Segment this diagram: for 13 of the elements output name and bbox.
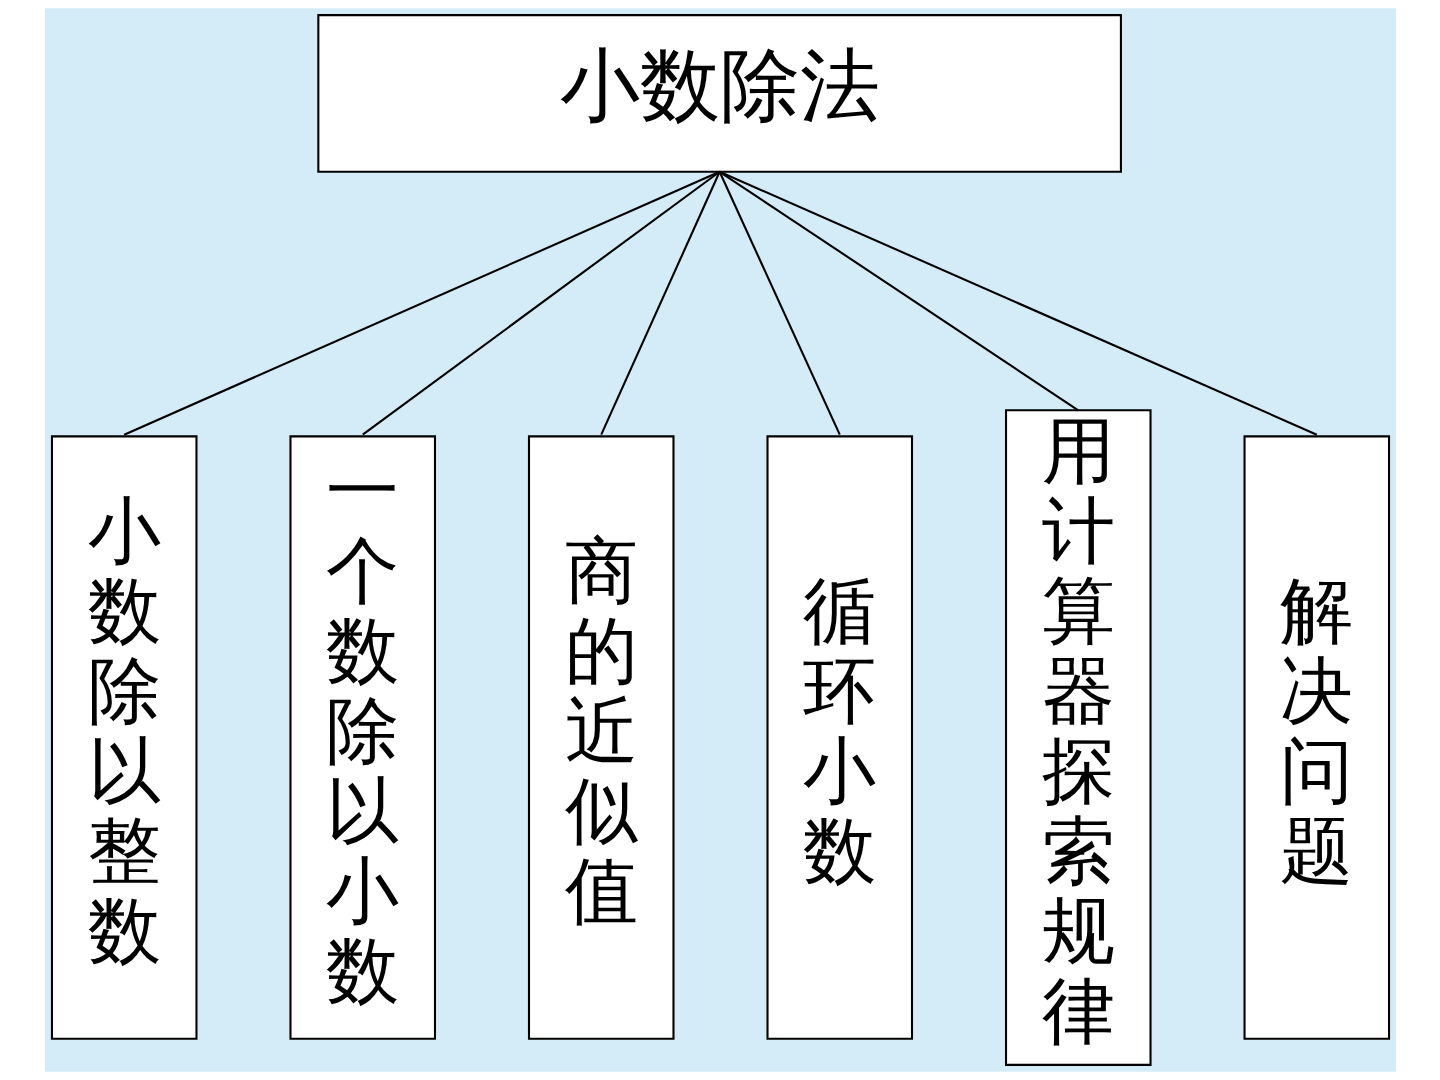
node-box: 小数除以整数 [50, 435, 197, 1040]
node-box: 用计算器探索规律 [1004, 409, 1152, 1066]
connector [718, 170, 1317, 436]
node-box: 循环小数 [765, 435, 913, 1040]
connector [599, 171, 721, 436]
connector [718, 171, 841, 436]
node-box: 一个数除以小数 [288, 435, 436, 1040]
connector [718, 170, 1079, 412]
node-box: 小数除法 [316, 14, 1122, 173]
node-box: 解决问题 [1243, 435, 1390, 1040]
connector [361, 170, 720, 436]
connector [123, 170, 720, 436]
node-box: 商的近似值 [527, 435, 675, 1040]
